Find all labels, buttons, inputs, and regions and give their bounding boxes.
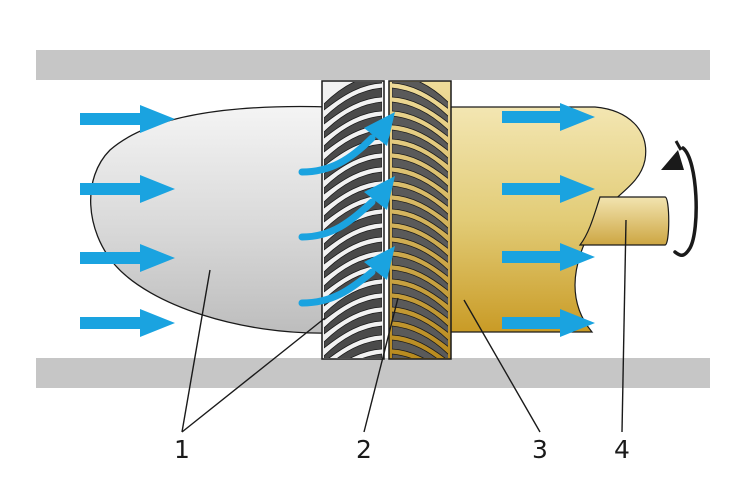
right-arrow-icon	[502, 103, 595, 131]
blade	[392, 101, 448, 137]
right-arrow-icon	[80, 105, 175, 133]
blade	[392, 297, 448, 333]
blade	[392, 339, 437, 358]
blade	[392, 227, 448, 263]
blade	[392, 311, 448, 347]
right-arrow-icon	[364, 176, 395, 210]
blade	[392, 325, 448, 358]
blade	[324, 171, 382, 209]
blade	[324, 297, 382, 335]
blade	[392, 143, 448, 179]
outlet-flow-arrows	[502, 103, 595, 337]
blade	[324, 185, 382, 223]
blade	[392, 185, 448, 221]
blade	[362, 353, 382, 358]
right-arrow-icon	[364, 246, 395, 280]
blade	[392, 129, 448, 165]
blade	[392, 269, 448, 305]
blade	[392, 241, 448, 277]
label-1: 1	[174, 435, 190, 464]
nose-cone	[90, 105, 331, 334]
rotor-working-blades	[388, 80, 452, 360]
right-arrow-icon	[502, 243, 595, 271]
blade	[324, 255, 382, 293]
blade	[324, 82, 382, 111]
blade	[324, 213, 382, 251]
right-arrow-icon	[80, 309, 175, 337]
blade	[324, 311, 382, 349]
blade	[392, 82, 448, 109]
blade	[392, 87, 448, 123]
blade	[392, 283, 448, 319]
blade	[392, 353, 412, 358]
blade	[324, 157, 382, 195]
leader-lines	[181, 219, 627, 433]
right-arrow-icon	[502, 309, 595, 337]
right-arrow-icon	[364, 112, 395, 146]
blade	[324, 87, 382, 125]
blade	[392, 157, 448, 193]
blade	[324, 227, 382, 265]
blade	[392, 213, 448, 249]
stator-flow-arrows	[298, 134, 376, 307]
label-3: 3	[532, 435, 548, 464]
blade	[392, 115, 448, 151]
blade	[392, 171, 448, 207]
output-shaft	[578, 196, 670, 246]
right-arrow-icon	[80, 244, 175, 272]
blade	[324, 283, 382, 321]
curved-rotation-arrow-icon	[661, 140, 698, 257]
blade	[324, 241, 382, 279]
inlet-flow-arrows	[80, 105, 175, 337]
lower-casing-wall	[36, 358, 710, 388]
right-arrow-icon	[502, 175, 595, 203]
right-arrow-icon	[80, 175, 175, 203]
label-4: 4	[614, 435, 630, 464]
label-2: 2	[356, 435, 372, 464]
upper-casing-wall	[36, 50, 710, 80]
blade	[337, 339, 382, 358]
blade	[392, 199, 448, 235]
blade	[324, 325, 382, 358]
blade	[324, 101, 382, 139]
blade	[392, 255, 448, 291]
